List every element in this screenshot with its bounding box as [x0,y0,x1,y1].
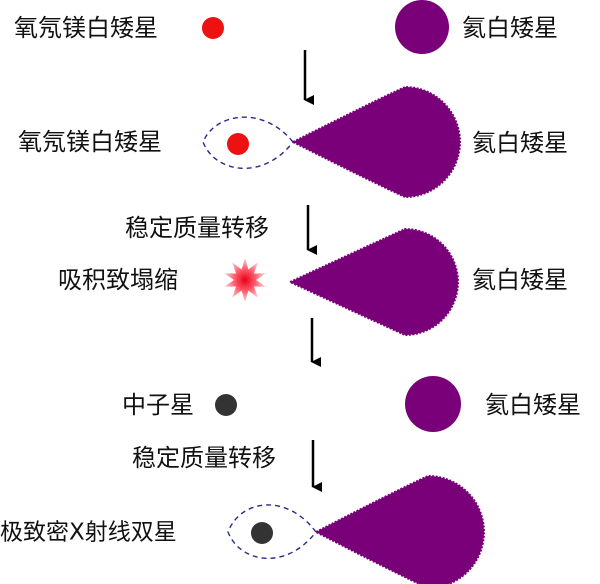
neutron-star-dot [215,394,237,416]
helium-white-dwarf-roche-filling-1 [290,85,461,199]
roche-lobe-outline-2 [227,504,317,559]
onemg-white-dwarf-dot-2 [227,133,249,155]
neutron-star-dot-2 [251,522,273,544]
accretion-induced-collapse-burst-icon [224,258,266,302]
stable-mass-transfer-label-1: 稳定质量转移 [125,214,269,242]
neutron-star-label: 中子星 [122,391,194,419]
he-wd-label-1: 氦白矮星 [462,14,558,42]
helium-white-dwarf-circle [395,0,449,54]
onemg-white-dwarf-dot [202,17,224,39]
helium-white-dwarf-roche-filling-3 [313,474,485,584]
onemg-wd-label-1: 氧氖镁白矮星 [14,14,158,42]
he-wd-label-2: 氦白矮星 [472,129,568,157]
roche-lobe-outline-1 [202,116,294,169]
stable-mass-transfer-label-2: 稳定质量转移 [132,444,276,472]
he-wd-label-3: 氦白矮星 [472,266,568,294]
onemg-wd-label-2: 氧氖镁白矮星 [18,128,162,156]
helium-white-dwarf-roche-filling-2 [287,227,459,337]
he-wd-label-4: 氦白矮星 [485,391,581,419]
aic-label: 吸积致塌缩 [58,266,178,294]
helium-white-dwarf-circle-2 [405,376,461,432]
ucxb-label: 极致密X射线双星 [0,519,177,546]
